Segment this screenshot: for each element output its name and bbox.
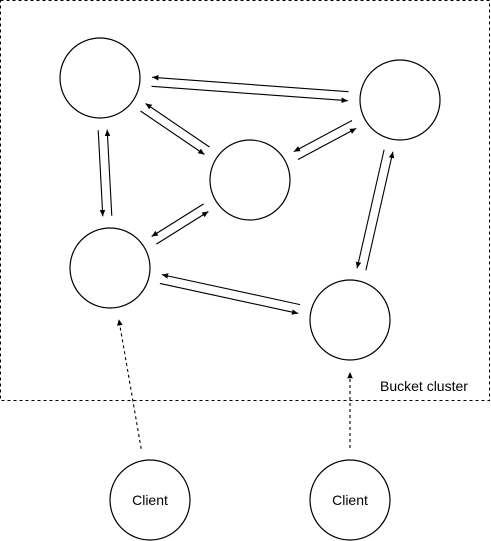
edge-a-to-b xyxy=(151,85,348,104)
edge-d-to-c xyxy=(156,211,209,245)
edge-b-to-e xyxy=(355,149,385,269)
cluster-node-b[interactable] xyxy=(359,59,441,141)
edge-e-to-b xyxy=(365,151,395,271)
edge-d-to-e xyxy=(159,282,299,315)
cluster-node-a[interactable] xyxy=(59,37,141,119)
client-node-1[interactable]: Client xyxy=(109,459,191,541)
client-2-circle xyxy=(309,459,391,541)
node-a-circle xyxy=(59,37,141,119)
client-1-label: Client xyxy=(132,492,168,508)
edges-group xyxy=(97,74,395,449)
edge-d-to-a xyxy=(104,129,113,216)
edge-client1-to-d xyxy=(117,319,142,449)
node-b-circle xyxy=(359,59,441,141)
edge-c-to-a xyxy=(145,103,210,148)
client-1-circle xyxy=(109,459,191,541)
client-2-label: Client xyxy=(332,492,368,508)
edge-b-to-a xyxy=(152,74,349,93)
bucket-cluster-boundary xyxy=(0,0,490,401)
edge-a-to-d xyxy=(97,130,106,217)
node-d-circle xyxy=(69,227,151,309)
edge-c-to-b xyxy=(297,127,357,160)
client-node-2[interactable]: Client xyxy=(309,459,391,541)
cluster-node-d[interactable] xyxy=(69,227,151,309)
edge-e-to-d xyxy=(161,273,301,306)
node-c-circle xyxy=(209,139,291,221)
node-e-circle xyxy=(309,279,391,361)
edge-c-to-d xyxy=(151,203,204,237)
edge-b-to-c xyxy=(293,120,353,153)
cluster-node-e[interactable] xyxy=(309,279,391,361)
cluster-node-c[interactable] xyxy=(209,139,291,221)
bucket-cluster-label: Bucket cluster xyxy=(380,378,468,394)
edge-a-to-c xyxy=(140,110,205,155)
